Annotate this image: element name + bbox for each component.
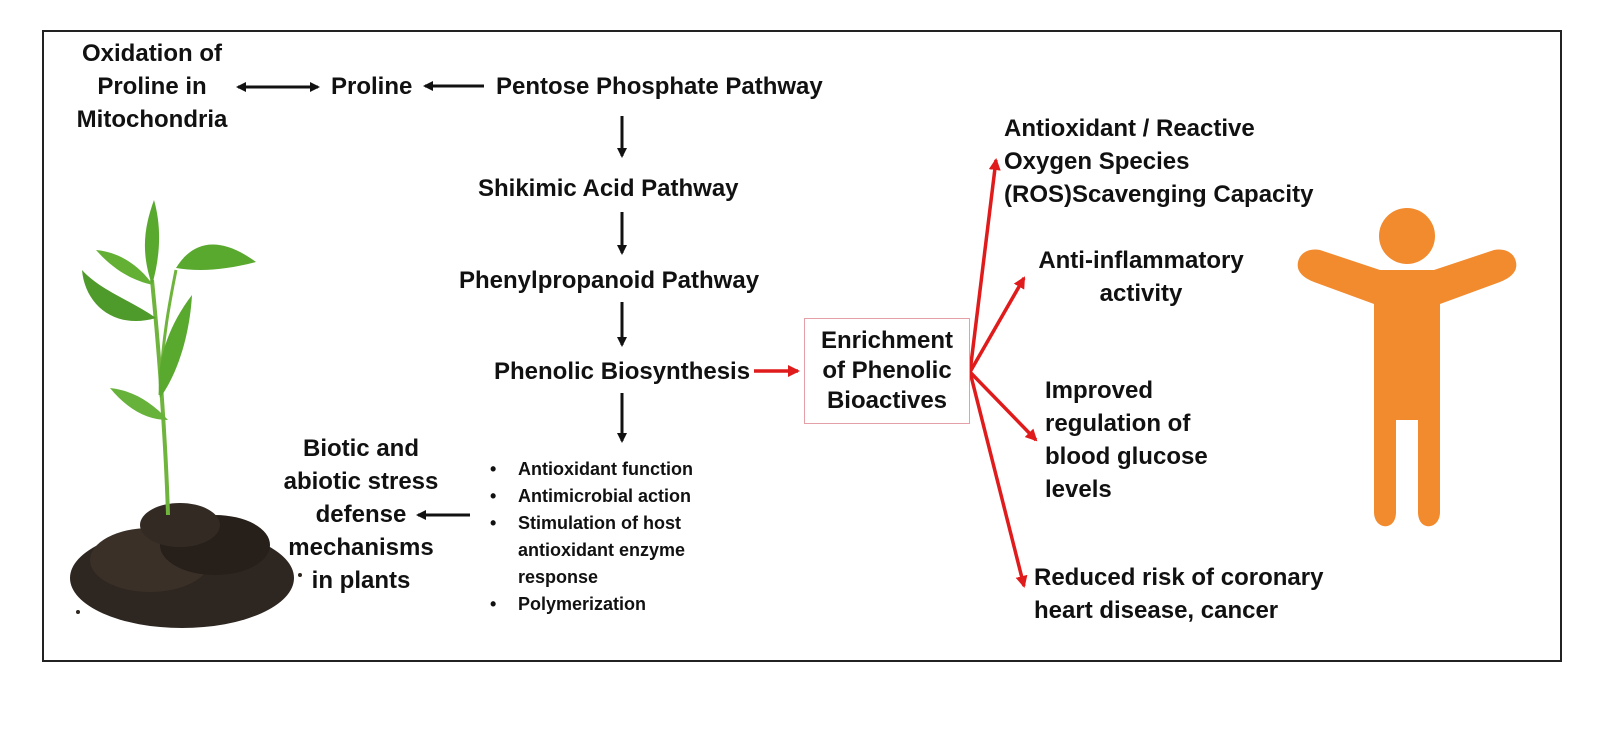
node-oxidation-line1: Oxidation of	[82, 40, 222, 67]
arrow-enrichment-to-glucose	[968, 370, 1038, 442]
node-enrichment-line1: Enrichment	[820, 327, 954, 354]
human-figure-icon	[1297, 208, 1517, 527]
benefit-antioxidant-line2: Oxygen Species	[1004, 148, 1190, 175]
benefit-glucose-line4: levels	[1045, 476, 1112, 503]
list-item-label: Antimicrobial action	[518, 486, 692, 506]
node-stress-defense: Biotic and abiotic stress defense mechan…	[276, 432, 446, 597]
benefit-heart-line2: heart disease, cancer	[1034, 597, 1279, 624]
list-item: • Antioxidant function	[488, 456, 693, 483]
arrow-enrichment-to-heart	[968, 371, 1028, 588]
list-item-continuation: response	[518, 567, 599, 587]
node-shikimic-acid-pathway: Shikimic Acid Pathway	[478, 175, 739, 202]
node-stress-line1: Biotic and	[302, 435, 419, 462]
bullet-icon: •	[490, 513, 497, 533]
benefit-glucose-line1: Improved	[1045, 377, 1154, 404]
seedling-in-soil-icon	[70, 200, 302, 628]
list-item: • Polymerization	[488, 591, 693, 618]
list-item-label: Polymerization	[518, 594, 647, 614]
list-item-label: Stimulation of host	[518, 513, 681, 533]
benefit-reduced-risk: Reduced risk of coronary heart disease, …	[1034, 561, 1323, 627]
node-stress-line3: defense	[315, 501, 407, 528]
list-item-continuation: antioxidant enzyme	[518, 540, 686, 560]
benefit-glucose-line2: regulation of	[1045, 410, 1191, 437]
arrow-enrichment-to-antiinflammatory	[968, 276, 1026, 373]
node-enrichment-of-phenolic-bioactives: Enrichment of Phenolic Bioactives	[804, 318, 970, 424]
node-phenylpropanoid-pathway: Phenylpropanoid Pathway	[459, 267, 760, 294]
black-arrows	[236, 81, 627, 520]
node-enrichment-line2: of Phenolic	[822, 357, 952, 384]
benefit-heart-line1: Reduced risk of coronary	[1034, 564, 1324, 591]
node-proline: Proline	[331, 73, 413, 100]
arrow-enrichment-to-antioxidant	[968, 158, 1001, 373]
benefit-antiinflammatory-line2: activity	[1099, 280, 1183, 307]
benefit-antioxidant-line1: Antioxidant / Reactive	[1004, 115, 1255, 142]
node-enrichment-line3: Bioactives	[826, 387, 948, 414]
node-oxidation-of-proline: Oxidation of Proline in Mitochondria	[74, 37, 230, 136]
list-item: • Antimicrobial action	[488, 483, 693, 510]
node-phenolic-biosynthesis: Phenolic Biosynthesis	[494, 358, 751, 385]
diagram-frame	[42, 30, 1562, 662]
node-oxidation-line3: Mitochondria	[76, 106, 228, 133]
node-stress-line2: abiotic stress	[283, 468, 439, 495]
node-oxidation-line2: Proline in	[97, 73, 207, 100]
node-pentose-phosphate-pathway: Pentose Phosphate Pathway	[496, 73, 823, 100]
node-stress-line4: mechanisms	[288, 534, 434, 561]
benefit-anti-inflammatory: Anti-inflammatory activity	[1030, 244, 1252, 310]
benefit-antiinflammatory-line1: Anti-inflammatory	[1038, 247, 1244, 274]
bullet-icon: •	[490, 459, 497, 479]
bullet-icon: •	[490, 594, 497, 614]
list-item-label: Antioxidant function	[518, 459, 693, 479]
bullet-icon: •	[490, 486, 497, 506]
node-stress-line5: in plants	[311, 567, 411, 594]
benefit-glucose-line3: blood glucose	[1045, 443, 1208, 470]
benefit-blood-glucose: Improved regulation of blood glucose lev…	[1045, 374, 1208, 506]
phenolic-functions-list: • Antioxidant function • Antimicrobial act…	[488, 456, 693, 618]
benefit-antioxidant-ros: Antioxidant / Reactive Oxygen Species (R…	[1004, 112, 1313, 211]
red-arrows	[754, 158, 1038, 588]
benefit-antioxidant-line3: (ROS)Scavenging Capacity	[1004, 181, 1314, 208]
list-item: • Stimulation of host antioxidant enzyme re…	[488, 510, 693, 591]
